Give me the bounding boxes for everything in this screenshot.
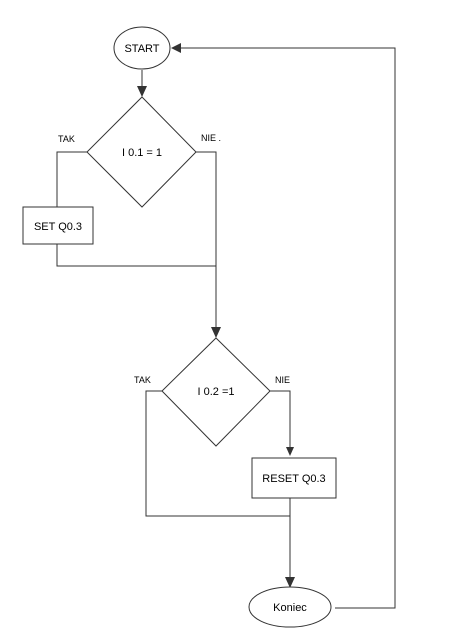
action2-node: RESET Q0.3 [251, 457, 337, 499]
end-label: Koniec [273, 602, 307, 614]
decision1-node: I 0.1 = 1 [86, 96, 197, 208]
decision1-no-label: NIE . [201, 133, 221, 143]
action1-node: SET Q0.3 [22, 206, 94, 245]
arrow-loop-to-start [171, 43, 181, 53]
arrow-to-decision2 [211, 327, 221, 338]
decision2-no-label: NIE [275, 375, 290, 385]
decision1-yes-label: TAK [58, 134, 75, 144]
arrow-start-to-decision1 [137, 86, 147, 97]
decision2-label: I 0.2 =1 [197, 386, 234, 398]
connector-decision1-no [196, 151, 217, 328]
action2-label: RESET Q0.3 [262, 473, 325, 485]
decision2-node: I 0.2 =1 [161, 337, 271, 447]
decision2-yes-label: TAK [134, 375, 151, 385]
start-label: START [124, 43, 159, 55]
connector-set-to-merge [56, 244, 216, 267]
connector-decision1-yes [56, 151, 87, 207]
decision1-label: I 0.1 = 1 [122, 147, 162, 159]
connector-loop-back [180, 47, 396, 609]
start-node: START [113, 26, 171, 70]
connectors [56, 43, 396, 609]
action1-label: SET Q0.3 [34, 221, 82, 233]
end-node: Koniec [248, 586, 332, 628]
arrow-to-reset [286, 447, 294, 456]
connector-decision2-yes [145, 390, 290, 517]
connector-decision2-no [270, 390, 291, 448]
arrow-to-end [285, 577, 295, 588]
